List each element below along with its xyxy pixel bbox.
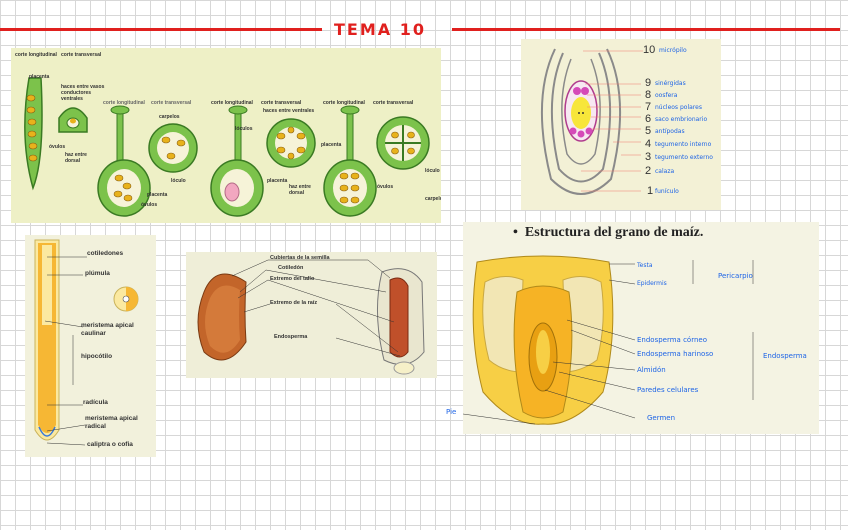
ovule-label: saco embrionario	[655, 116, 708, 123]
ovary-label: haz entre dorsal	[65, 152, 87, 164]
ovule-number: 4	[645, 138, 652, 150]
embryo-label: meristema apical caulinar	[81, 322, 134, 337]
bean-label: Cotiledón	[278, 265, 304, 271]
maize-label-paredes: Paredes celulares	[637, 386, 699, 394]
ovary-label: corte transversal	[61, 52, 102, 58]
ovule-label: antípodas	[655, 128, 685, 135]
ovary-label: haces entre vasos conductores ventrales	[61, 84, 105, 102]
ovule-label: tegumento externo	[655, 154, 713, 161]
embryo-label: cotiledones	[87, 250, 124, 257]
bean-illustration	[197, 259, 425, 375]
ovule-label: tegumento interno	[655, 141, 712, 148]
maize-diagram-panel: • Estructura del grano de maíz. Testa Ep…	[463, 222, 819, 434]
maize-label-almidon: Almidón	[637, 366, 666, 374]
ovary-label: carpelo	[425, 196, 441, 202]
ovary-label: lóculo	[425, 168, 440, 174]
ovule-label: funículo	[655, 188, 679, 195]
embryo-label: caliptra o cofia	[87, 441, 133, 448]
maize-label-endosperma-corneo: Endosperma córneo	[637, 336, 707, 344]
page-title: TEMA 10	[334, 20, 426, 39]
ovary-illustration	[24, 77, 430, 217]
ovule-number: 7	[645, 101, 652, 113]
ovule-number: 6	[645, 113, 652, 125]
maize-label-endosperma-harinoso: Endosperma harinoso	[637, 350, 714, 358]
ovary-label: corte transversal	[261, 100, 302, 106]
ovule-label: sinérgidas	[655, 80, 686, 87]
embryo-label: radícula	[83, 399, 108, 406]
ovule-number: 8	[645, 89, 652, 101]
ovary-label: óvulos	[49, 144, 66, 150]
header-line-left	[0, 28, 322, 31]
bean-label: Extremo del tallo	[270, 276, 315, 282]
embryo-diagram-panel: cotiledones plúmula meristema apical cau…	[25, 235, 156, 457]
maize-label-pie: Pie	[446, 408, 457, 416]
ovary-label: corte transversal	[373, 100, 414, 106]
maize-label-pericarpio: Pericarpio	[718, 272, 753, 280]
bean-label: Extremo de la raíz	[270, 300, 318, 306]
header-line-right	[452, 28, 840, 31]
ovary-label: placenta	[267, 178, 288, 184]
ovary-label: haces entre ventrales	[263, 108, 315, 114]
ovary-label: lóculo	[171, 178, 186, 184]
ovule-number: 9	[645, 77, 652, 89]
bean-label: Cubiertas de la semilla	[270, 255, 330, 261]
maize-label-germen: Germen	[647, 414, 676, 422]
bean-label: Endosperma	[274, 334, 308, 340]
ovary-label: óvulos	[141, 202, 158, 208]
ovary-label: haz entre dorsal	[289, 184, 311, 196]
ovary-label: corte longitudinal	[15, 52, 57, 58]
maize-title-text: Estructura del grano de maíz.	[524, 225, 704, 240]
ovule-label: micrópilo	[659, 47, 687, 54]
ovule-number: 3	[645, 151, 652, 163]
ovary-label: corte longitudinal	[103, 100, 145, 106]
embryo-label: plúmula	[85, 270, 110, 277]
ovule-label: calaza	[655, 168, 675, 175]
ovary-diagram-panel: corte longitudinal corte transversal pla…	[11, 48, 441, 223]
embryo-label: meristema apical radical	[85, 415, 138, 430]
ovary-label: corte longitudinal	[323, 100, 365, 106]
ovary-label: lóculos	[235, 126, 253, 132]
maize-label-endosperma: Endosperma	[763, 352, 807, 360]
ovary-label: placenta	[29, 74, 50, 80]
ovary-label: carpelos	[159, 114, 180, 120]
ovary-label: placenta	[147, 192, 168, 198]
maize-title: • Estructura del grano de maíz.	[513, 225, 703, 241]
ovule-number: 1	[647, 185, 654, 197]
maize-label-testa: Testa	[637, 262, 653, 269]
ovule-diagram-panel: 10 micrópilo 9 sinérgidas 8 oosfera 7 nú…	[521, 39, 721, 210]
maize-label-epidermis: Epidermis	[637, 280, 667, 287]
maize-illustration	[463, 255, 754, 425]
ovary-label: placenta	[321, 142, 342, 148]
ovule-illustration	[540, 48, 643, 195]
ovary-label: óvulos	[377, 184, 394, 190]
ovary-label: corte longitudinal	[211, 100, 253, 106]
embryo-label: hipocótilo	[81, 353, 113, 360]
bean-seed-panel: Cubiertas de la semilla Cotiledón Extrem…	[186, 252, 437, 378]
ovule-number: 5	[645, 125, 652, 137]
ovule-label: núcleos polares	[655, 104, 702, 111]
ovule-number: 2	[645, 165, 652, 177]
ovary-label: corte transversal	[151, 100, 192, 106]
ovule-label: oosfera	[655, 92, 678, 99]
bullet-icon: •	[513, 225, 525, 240]
embryo-illustration	[34, 239, 139, 446]
ovule-number: 10	[643, 44, 656, 56]
